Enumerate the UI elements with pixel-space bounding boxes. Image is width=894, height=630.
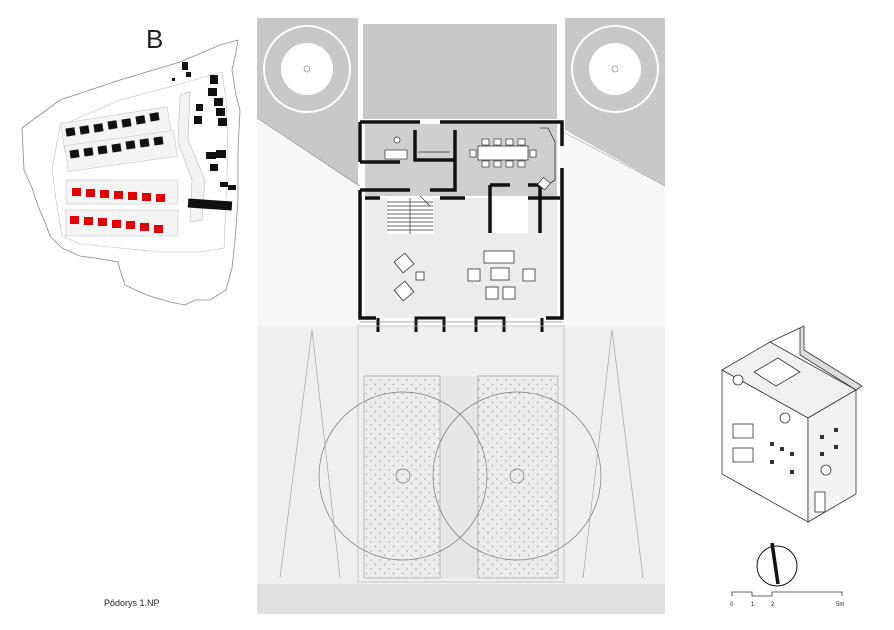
roof-edge-right — [559, 129, 666, 187]
north-arrow — [756, 542, 798, 587]
paving-bed-left — [363, 375, 441, 579]
axo-window-1 — [732, 423, 754, 439]
existing-buildings — [172, 62, 236, 211]
sofa-set — [467, 250, 536, 300]
center-walkway — [440, 376, 478, 578]
tree-circle-roof-right — [571, 25, 659, 113]
axo-round-window-1 — [779, 412, 791, 424]
axonometric-view — [721, 325, 863, 523]
scale-bar — [731, 591, 843, 597]
site-road — [177, 91, 206, 223]
tree-canopy-right — [432, 391, 602, 561]
site-plan: B — [21, 24, 241, 306]
garden-outline — [357, 325, 565, 583]
tree-circle-roof-left — [263, 25, 351, 113]
roof-center — [363, 24, 557, 119]
front-openings — [376, 316, 544, 332]
scale-tick-5m: 5m — [836, 602, 844, 608]
bottom-strip — [257, 584, 665, 614]
axo-round-window-2 — [732, 374, 744, 386]
scale-tick-2: 2 — [771, 602, 775, 608]
sink — [393, 136, 401, 144]
axo-round-window-3 — [820, 464, 832, 476]
tree-canopy-left — [318, 391, 488, 561]
paving-bed-right — [477, 375, 559, 579]
axo-right-face — [807, 389, 857, 523]
house-walls — [358, 120, 564, 320]
slope-triangle-right — [582, 329, 644, 579]
house-row-red-1 — [72, 188, 165, 202]
slope-triangle-left — [279, 329, 341, 579]
axo-door — [814, 491, 826, 513]
axo-roof-box — [753, 357, 801, 387]
axo-window-2 — [732, 447, 754, 463]
lounge-chairs — [393, 252, 425, 302]
elevator-box — [490, 197, 528, 233]
scale-tick-1: 1 — [751, 602, 755, 608]
axo-parapet — [769, 325, 863, 391]
staircase — [387, 195, 433, 234]
house-row-black-1 — [65, 112, 160, 137]
side-slope-right — [560, 130, 665, 326]
house-row-red-2 — [70, 216, 163, 233]
terrain-outline — [21, 39, 241, 306]
bath-counter — [384, 149, 408, 160]
floor-plan — [256, 18, 666, 614]
site-plan-label: B — [146, 24, 163, 54]
dining-table — [469, 138, 537, 168]
plan-caption: Pôdorys 1.NP — [104, 598, 160, 608]
roof-edge-left — [256, 117, 361, 187]
terrain-inner-line — [51, 71, 229, 253]
house-row-black-2 — [69, 136, 164, 159]
kitchen-appliance — [537, 176, 551, 191]
scale-tick-0: 0 — [730, 602, 734, 608]
